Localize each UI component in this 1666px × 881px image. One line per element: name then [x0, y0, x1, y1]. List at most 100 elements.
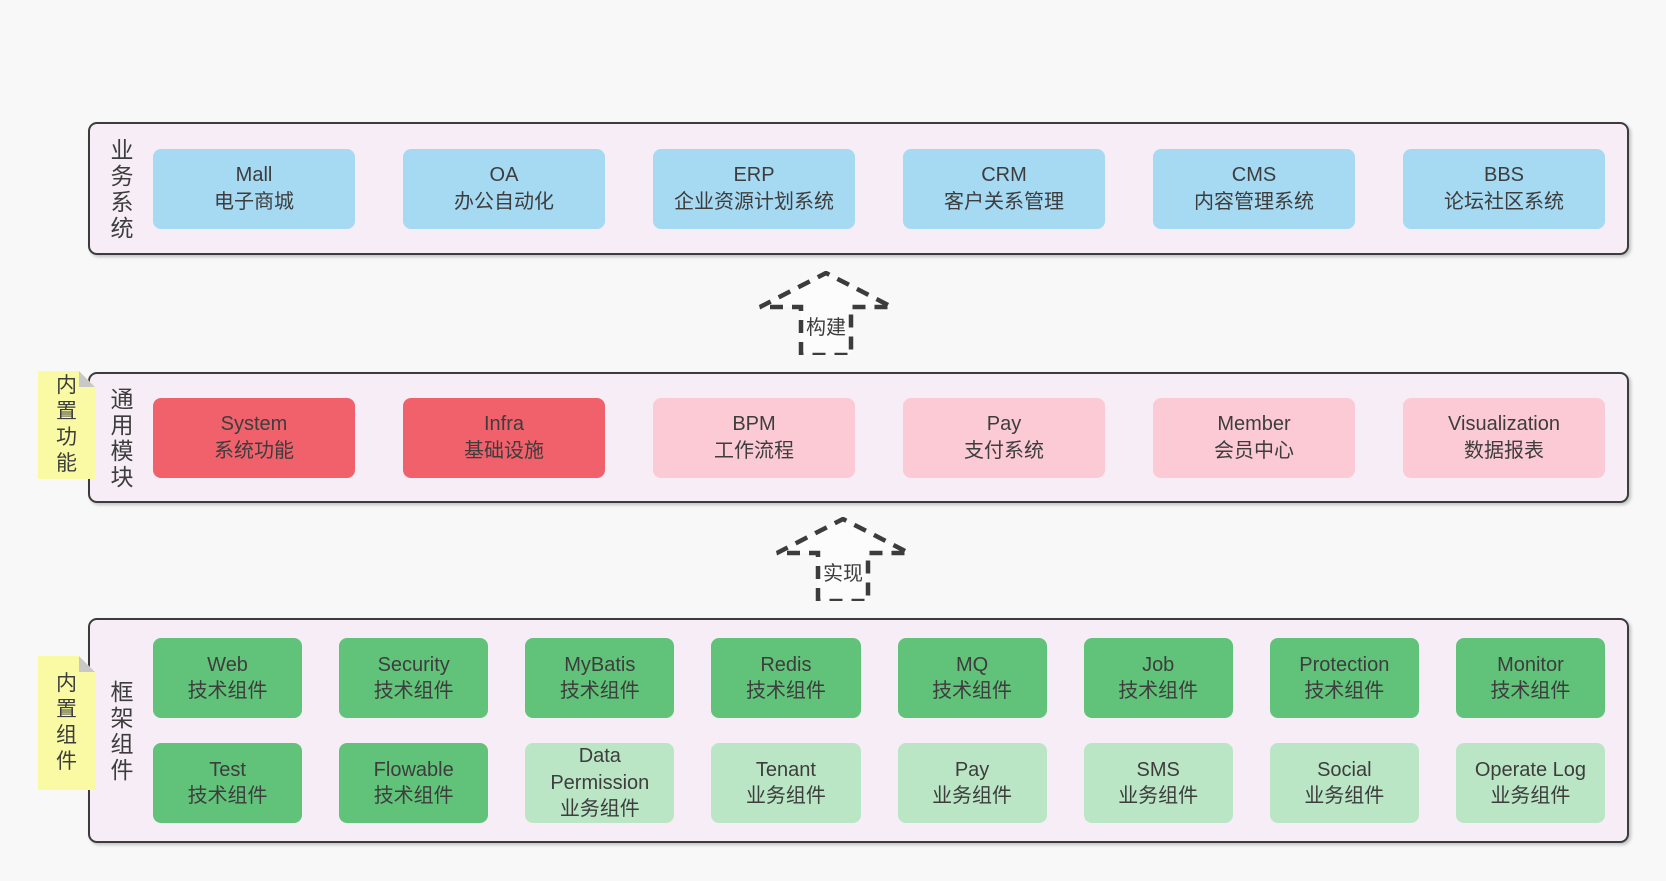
- box-subtitle: 业务组件: [1304, 785, 1385, 807]
- box-title: Pay: [986, 413, 1022, 436]
- box-subtitle: 客户关系管理: [944, 190, 1064, 213]
- box-row: Web 技术组件 Security 技术组件 MyBatis 技术组件 Redi…: [153, 638, 1605, 718]
- box-title: ERP: [733, 164, 775, 187]
- up-arrow-icon: [758, 271, 894, 355]
- box-system: System 系统功能: [153, 397, 355, 478]
- box-mybatis: MyBatis 技术组件: [525, 638, 675, 718]
- box-subtitle: 技术组件: [932, 680, 1013, 702]
- sticky-note-built-in-features: 内置功能: [38, 371, 95, 479]
- box-row-container: Web 技术组件 Security 技术组件 MyBatis 技术组件 Redi…: [153, 638, 1605, 823]
- box-subtitle: 技术组件: [187, 785, 268, 807]
- box-mq: MQ 技术组件: [897, 638, 1047, 718]
- box-subtitle: 内容管理系统: [1194, 190, 1314, 213]
- box-subtitle: 会员中心: [1214, 439, 1294, 462]
- up-arrow-icon: [775, 517, 911, 601]
- sticky-note-text: 内置组件: [56, 672, 77, 773]
- box-title: Test: [209, 758, 246, 781]
- box-title: Web: [207, 653, 248, 676]
- sticky-note-built-in-components: 内置组件: [38, 656, 95, 790]
- box-visualization: Visualization 数据报表: [1403, 397, 1605, 478]
- box-subtitle: 论坛社区系统: [1444, 190, 1564, 213]
- box-subtitle: 业务组件: [932, 785, 1013, 807]
- box-title: Protection: [1299, 653, 1390, 676]
- box-monitor: Monitor 技术组件: [1455, 638, 1605, 718]
- section-title: 框架组件: [110, 678, 134, 783]
- box-title: Monitor: [1497, 653, 1564, 676]
- arrow-build: 构建: [756, 271, 896, 355]
- box-redis: Redis 技术组件: [711, 638, 861, 718]
- box-subtitle: 数据报表: [1464, 439, 1544, 462]
- box-subtitle: 业务组件: [1118, 785, 1199, 807]
- arrow-label: 构建: [806, 317, 846, 339]
- box-subtitle: 技术组件: [1118, 680, 1199, 702]
- box-subtitle: 办公自动化: [454, 190, 554, 213]
- box-title: Member: [1217, 413, 1291, 436]
- box-subtitle: 系统功能: [214, 439, 294, 462]
- section-title: 业务系统: [110, 136, 134, 241]
- box-subtitle: 业务组件: [559, 798, 640, 821]
- box-row: Mall 电子商城 OA 办公自动化 ERP 企业资源计划系统 CRM 客户关系…: [153, 148, 1605, 229]
- sticky-note-text: 内置功能: [56, 374, 77, 475]
- box-title: Data Permission: [550, 745, 650, 794]
- box-subtitle: 企业资源计划系统: [674, 190, 834, 213]
- box-row-container: System 系统功能 Infra 基础设施 BPM 工作流程 Pay 支付系统…: [153, 397, 1605, 478]
- box-tenant: Tenant 业务组件: [711, 743, 861, 823]
- box-cms: CMS 内容管理系统: [1153, 148, 1355, 229]
- box-subtitle: 技术组件: [559, 680, 640, 702]
- box-title: CRM: [981, 164, 1027, 187]
- box-subtitle: 技术组件: [373, 680, 454, 702]
- box-title: MQ: [955, 653, 989, 676]
- box-subtitle: 支付系统: [964, 439, 1044, 462]
- box-crm: CRM 客户关系管理: [903, 148, 1105, 229]
- box-subtitle: 技术组件: [373, 785, 454, 807]
- box-title: Visualization: [1448, 413, 1560, 436]
- box-title: Flowable: [373, 758, 454, 781]
- box-subtitle: 电子商城: [214, 190, 294, 213]
- box-subtitle: 技术组件: [1304, 680, 1385, 702]
- box-protection: Protection 技术组件: [1269, 638, 1419, 718]
- box-social: Social 业务组件: [1269, 743, 1419, 823]
- box-bbs: BBS 论坛社区系统: [1403, 148, 1605, 229]
- box-row: Test 技术组件 Flowable 技术组件 Data Permission …: [153, 743, 1605, 823]
- box-row: System 系统功能 Infra 基础设施 BPM 工作流程 Pay 支付系统…: [153, 397, 1605, 478]
- box-title: Job: [1142, 653, 1175, 676]
- box-erp: ERP 企业资源计划系统: [653, 148, 855, 229]
- box-member: Member 会员中心: [1153, 397, 1355, 478]
- arrow-implement: 实现: [773, 517, 913, 601]
- box-subtitle: 业务组件: [1490, 785, 1571, 807]
- box-sms: SMS 业务组件: [1083, 743, 1233, 823]
- box-title: Tenant: [755, 758, 816, 781]
- box-subtitle: 技术组件: [745, 680, 826, 702]
- box-bpm: BPM 工作流程: [653, 397, 855, 478]
- box-subtitle: 基础设施: [464, 439, 544, 462]
- box-title: BBS: [1483, 164, 1525, 187]
- box-title: SMS: [1136, 758, 1180, 781]
- box-title: Infra: [483, 413, 525, 436]
- box-operate-log: Operate Log 业务组件: [1455, 743, 1605, 823]
- section-common-modules: 通用模块 System 系统功能 Infra 基础设施 BPM 工作流程 Pay…: [88, 372, 1629, 503]
- box-mall: Mall 电子商城: [153, 148, 355, 229]
- box-subtitle: 技术组件: [1490, 680, 1571, 702]
- box-title: OA: [489, 164, 519, 187]
- box-oa: OA 办公自动化: [403, 148, 605, 229]
- box-title: MyBatis: [564, 653, 636, 676]
- box-infra: Infra 基础设施: [403, 397, 605, 478]
- section-title: 通用模块: [110, 385, 134, 490]
- arrow-label: 实现: [823, 563, 863, 585]
- box-pay: Pay 支付系统: [903, 397, 1105, 478]
- box-security: Security 技术组件: [339, 638, 489, 718]
- box-job: Job 技术组件: [1083, 638, 1233, 718]
- section-framework-components: 框架组件 Web 技术组件 Security 技术组件 MyBatis 技术组件…: [88, 618, 1629, 843]
- box-subtitle: 技术组件: [187, 680, 268, 702]
- box-title: Operate Log: [1474, 758, 1587, 781]
- box-web: Web 技术组件: [153, 638, 303, 718]
- box-title: Pay: [954, 758, 990, 781]
- box-flowable: Flowable 技术组件: [339, 743, 489, 823]
- section-business-systems: 业务系统 Mall 电子商城 OA 办公自动化 ERP 企业资源计划系统 CRM…: [88, 122, 1629, 255]
- box-subtitle: 业务组件: [745, 785, 826, 807]
- box-title: System: [220, 413, 288, 436]
- box-title: Mall: [235, 164, 273, 187]
- box-data-permission: Data Permission 业务组件: [525, 743, 675, 823]
- box-title: Redis: [760, 653, 812, 676]
- box-pay-biz: Pay 业务组件: [897, 743, 1047, 823]
